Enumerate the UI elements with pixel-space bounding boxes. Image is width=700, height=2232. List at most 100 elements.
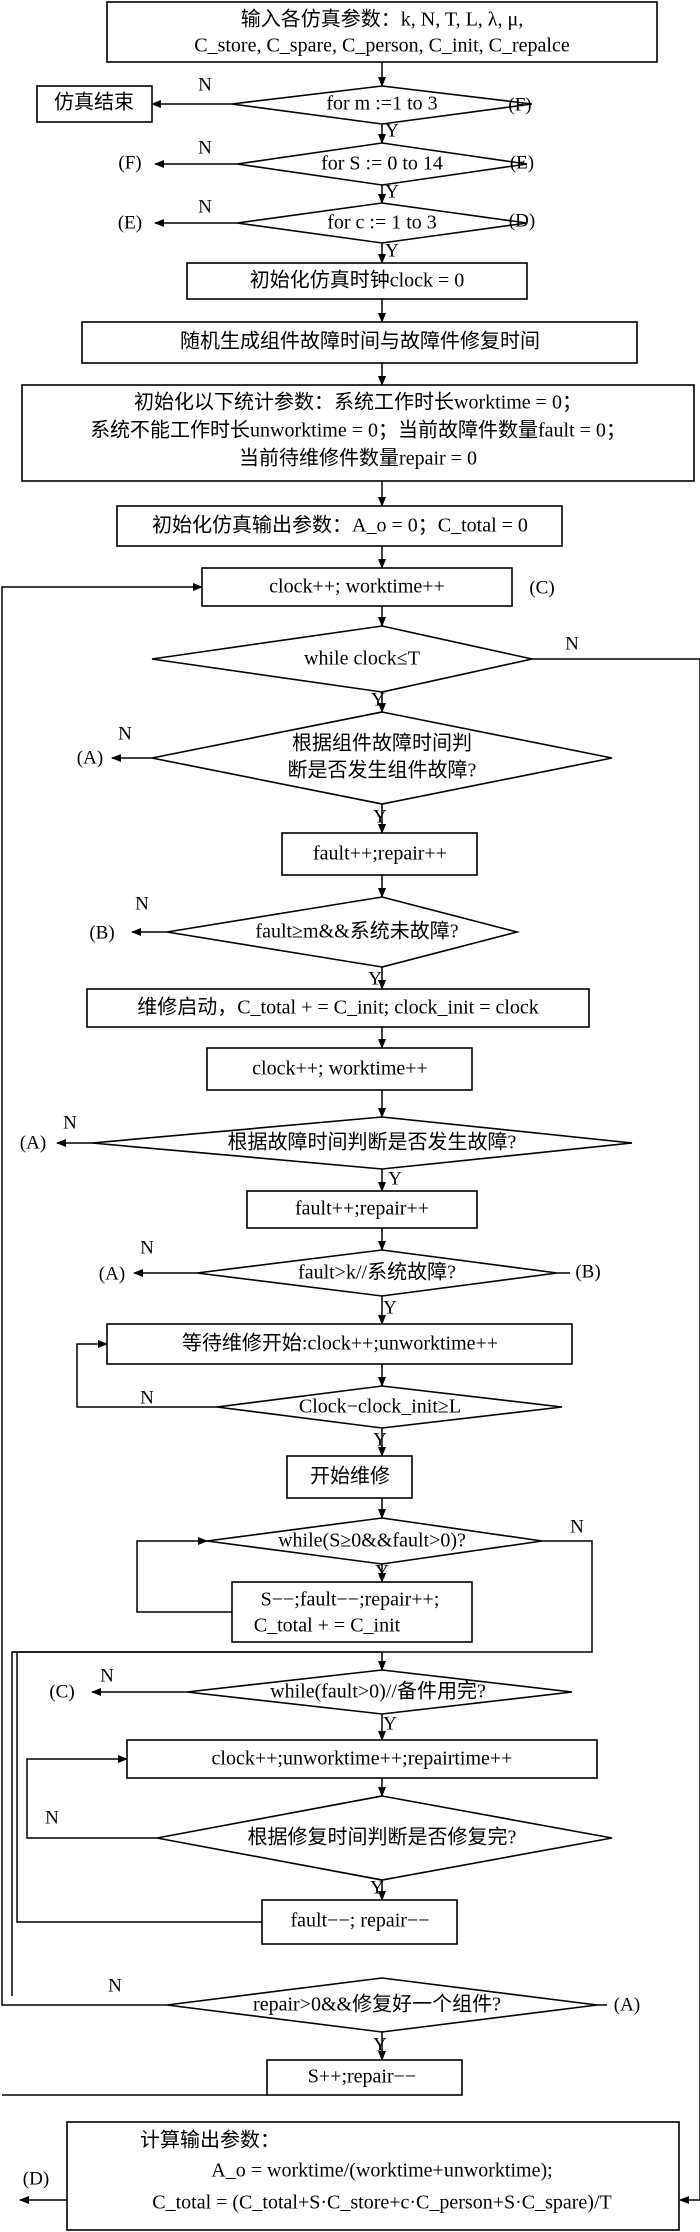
yes-label-loop-c: Y [385, 240, 399, 261]
no-label-judge1: N [118, 723, 132, 744]
loop-s-diamond [236, 142, 528, 186]
init-stats-line1: 初始化以下统计参数：系统工作时长worktime = 0； [134, 391, 582, 414]
yes-label-clock-l: Y [373, 1429, 387, 1450]
s-dec-line2: C_total + = C_init [254, 1615, 401, 1637]
fault-ge-m-text: fault≥m&&系统未故障? [255, 920, 458, 943]
calc-output-line3: C_total = (C_total+S·C_store+c·C_person+… [152, 2192, 612, 2214]
connector-F-loop-s: (F) [118, 152, 141, 173]
sim-end-text: 仿真结束 [54, 91, 134, 114]
yes-label-judge1: Y [373, 806, 387, 827]
init-stats-line2: 系统不能工作时长unworktime = 0；当前故障件数量fault = 0； [90, 419, 626, 442]
start-repair-box [286, 1455, 413, 1499]
fault-repair-2-box [246, 1190, 478, 1229]
no-label-while-fault: N [100, 1665, 114, 1686]
clock-inc-3-box [126, 1739, 598, 1779]
input-params-box [106, 1, 658, 63]
gen-times-text: 随机生成组件故障时间与故障件修复时间 [180, 330, 540, 353]
init-output-text: 初始化仿真输出参数：A_o = 0；C_total = 0 [152, 514, 528, 537]
repair-gt0-text: repair>0&&修复好一个组件? [253, 1993, 501, 2016]
start-repair-text: 开始维修 [310, 1465, 390, 1488]
loop-m-text: for m :=1 to 3 [326, 93, 437, 115]
fault-dec-text: fault−−; repair−− [291, 1910, 430, 1932]
judge-fault-2-diamond [91, 1116, 633, 1170]
init-clock-box [186, 262, 528, 300]
connector-F-loop-m: (F) [508, 94, 531, 115]
connector-C-while-fault: (C) [49, 1681, 74, 1702]
yes-label-while-clock: Y [371, 689, 385, 710]
connector-D-calc: (D) [23, 2168, 49, 2189]
judge-fault-1-line2: 断是否发生组件故障? [288, 759, 477, 782]
init-stats-line3: 当前待维修件数量repair = 0 [239, 447, 477, 470]
no-label-fault-ge-m: N [135, 893, 149, 914]
sim-end-box [36, 85, 153, 123]
edge-repairgt0-no-to-clock [1, 583, 203, 2006]
no-label-loop-s: N [198, 137, 212, 158]
loop-c-diamond [236, 202, 528, 244]
edge-clockl-no-loop [76, 1340, 217, 1408]
fault-repair-1-box [281, 832, 478, 876]
judge-fault-1-line1: 根据组件故障时间判 [292, 732, 472, 755]
s-dec-line1: S−−;fault−−;repair++; [261, 1589, 440, 1611]
no-label-while-s: N [570, 1516, 584, 1537]
clock-inc-2-box [206, 1047, 473, 1091]
connector-E-loop-s: (E) [510, 152, 534, 173]
fault-repair-2-text: fault++;repair++ [295, 1198, 429, 1220]
calc-output-line1: 计算输出参数： [140, 2129, 280, 2152]
judge-repaired-text: 根据修复时间判断是否修复完? [248, 1826, 517, 1849]
s-dec-box [231, 1581, 473, 1643]
while-fault-text: while(fault>0)//备件用完? [270, 1680, 486, 1703]
no-label-while-clock: N [565, 633, 579, 654]
no-label-clock-l: N [140, 1387, 154, 1408]
yes-label-fault-gt-k: Y [383, 1297, 397, 1318]
loop-m-diamond [231, 85, 533, 125]
no-label-judge2: N [63, 1112, 77, 1133]
fault-dec-box [261, 1899, 458, 1945]
clock-inc-1-text: clock++; worktime++ [269, 576, 445, 598]
fault-repair-1-text: fault++;repair++ [313, 843, 447, 865]
while-s-text: while(S≥0&&fault>0)? [278, 1530, 466, 1552]
fault-gt-k-text: fault>k//系统故障? [298, 1261, 456, 1284]
no-label-loop-m: N [198, 74, 212, 95]
calc-output-line2: A_o = worktime/(worktime+unworktime); [211, 2160, 552, 2182]
connector-E-loop-c: (E) [118, 212, 142, 233]
clock-l-text: Clock−clock_init≥L [299, 1396, 461, 1418]
clock-inc-3-text: clock++;unworktime++;repairtime++ [212, 1748, 513, 1770]
loop-s-text: for S := 0 to 14 [321, 153, 443, 175]
fault-ge-m-diamond [166, 896, 521, 968]
no-label-repair-gt0: N [108, 1975, 122, 1996]
while-fault-diamond [186, 1669, 573, 1715]
yes-label-fault-ge-m: Y [368, 968, 382, 989]
connector-A-judge1: (A) [77, 747, 103, 768]
loop-c-text: for c := 1 to 3 [327, 212, 437, 234]
connector-A-judge2: (A) [20, 1132, 46, 1153]
gen-times-box [81, 321, 638, 364]
connector-B-fault-gt-k: (B) [575, 1261, 600, 1282]
yes-label-repair-gt0: Y [373, 2034, 387, 2055]
judge-fault-1-diamond [151, 711, 613, 805]
no-label-fault-gt-k: N [140, 1237, 154, 1258]
edge-judgerep-no-loop [26, 1755, 157, 1839]
connector-C-clock: (C) [529, 577, 554, 598]
edge-sdec-loop-back [136, 1537, 232, 1613]
no-label-loop-c: N [198, 196, 212, 217]
clock-l-diamond [216, 1385, 563, 1429]
repair-start-box [86, 988, 590, 1028]
clock-inc-2-text: clock++; worktime++ [252, 1058, 428, 1080]
yes-label-while-s: Y [375, 1561, 389, 1582]
clock-inc-1-box [201, 567, 513, 607]
while-clock-text: while clock≤T [304, 648, 420, 670]
while-clock-diamond [151, 625, 533, 693]
edge-while-no-to-calc [532, 658, 700, 2204]
while-s-diamond [206, 1517, 543, 1565]
wait-repair-text: 等待维修开始:clock++;unworktime++ [182, 1332, 498, 1355]
yes-label-loop-m: Y [385, 120, 399, 141]
edge-faultdec-loop [16, 1652, 262, 1923]
input-params-line2: C_store, C_spare, C_person, C_init, C_re… [194, 35, 570, 57]
connector-B-fault-ge-m: (B) [89, 922, 114, 943]
init-output-box [116, 505, 563, 547]
input-params-line1: 输入各仿真参数：k, N, T, L, λ, μ, [241, 8, 523, 31]
yes-label-judge2: Y [388, 1168, 402, 1189]
yes-label-loop-s: Y [385, 181, 399, 202]
yes-label-while-fault: Y [383, 1713, 397, 1734]
